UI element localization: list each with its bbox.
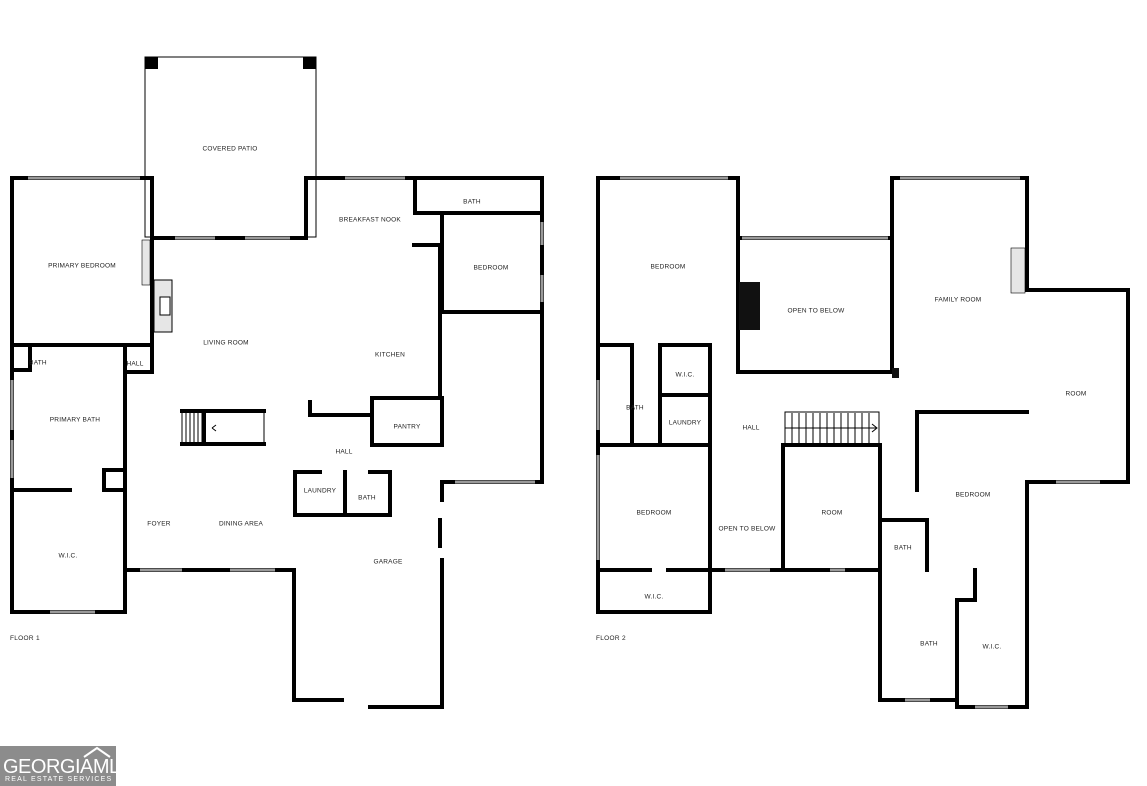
- room-label-wic-bottom-left: W.I.C.: [645, 594, 664, 601]
- floor-1-window: [10, 176, 544, 614]
- room-label-room-right: ROOM: [1065, 391, 1086, 398]
- room-label-breakfast-nook: BREAKFAST NOOK: [339, 217, 401, 224]
- room-label-hall-small: HALL: [126, 361, 143, 368]
- room-label-bedroom-left: BEDROOM: [637, 510, 672, 517]
- room-label-primary-bedroom: PRIMARY BEDROOM: [48, 263, 116, 270]
- room-label-foyer: FOYER: [147, 521, 170, 528]
- room-label-family-room: FAMILY ROOM: [935, 297, 982, 304]
- built-in-shelf: [1010, 247, 1026, 294]
- room-label-bath-left: BATH: [626, 405, 644, 412]
- room-label-hall: HALL: [335, 449, 352, 456]
- room-label-hall: HALL: [742, 425, 759, 432]
- room-label-room-center: ROOM: [821, 510, 842, 517]
- floor-1-stairs: [180, 409, 266, 446]
- georgia-mls-logo: GEORGIAMLS REAL ESTATE SERVICES: [0, 746, 133, 786]
- room-label-bedroom: BEDROOM: [474, 265, 509, 272]
- room-label-dining-area: DINING AREA: [219, 521, 264, 528]
- floor-2-labels: BEDROOM OPEN TO BELOW FAMILY ROOM W.I.C.…: [596, 264, 1086, 651]
- floor-1-exterior-wall: [10, 176, 544, 709]
- floor-1-labels: COVERED PATIO PRIMARY BEDROOM BATH BREAK…: [10, 146, 509, 642]
- room-label-wic-small: W.I.C.: [676, 372, 695, 379]
- room-label-kitchen: KITCHEN: [375, 352, 405, 359]
- room-label-wic: W.I.C.: [59, 553, 78, 560]
- room-label-open-to-below-top: OPEN TO BELOW: [788, 308, 846, 315]
- room-label-covered-patio: COVERED PATIO: [202, 146, 257, 153]
- room-label-bath: BATH: [463, 199, 481, 206]
- floor-2-interior-wall: [596, 236, 1029, 709]
- patio-post: [145, 57, 158, 69]
- logo-tagline: REAL ESTATE SERVICES: [5, 776, 113, 783]
- room-label-primary-bath: PRIMARY BATH: [50, 417, 101, 424]
- floor-1-interior-wall: [10, 176, 544, 572]
- column-block: [892, 368, 899, 378]
- room-label-bedroom-top: BEDROOM: [651, 264, 686, 271]
- fireplace-firebox: [159, 296, 171, 316]
- room-label-wic-bottom-right: W.I.C.: [983, 644, 1002, 651]
- logo-wordmark: GEORGIAMLS: [3, 756, 133, 778]
- floor-2-stairs: [784, 411, 880, 446]
- patio-post: [303, 57, 316, 69]
- floor-2-plan: [596, 176, 1130, 709]
- floor-1-title: FLOOR 1: [10, 635, 40, 642]
- room-label-bath-small: BATH: [29, 360, 47, 367]
- room-label-bedroom-right: BEDROOM: [956, 492, 991, 499]
- floor-2-railing: [596, 176, 1100, 709]
- room-label-laundry: LAUNDRY: [304, 488, 337, 495]
- built-in-shelf: [141, 239, 151, 286]
- room-label-bath-small: BATH: [894, 545, 912, 552]
- house-roof-icon: [83, 746, 111, 758]
- floor-2-title: FLOOR 2: [596, 635, 626, 642]
- chimney-block: [739, 282, 760, 330]
- room-label-pantry: PANTRY: [394, 424, 421, 431]
- room-label-garage: GARAGE: [373, 559, 402, 566]
- room-label-living-room: LIVING ROOM: [203, 340, 249, 347]
- room-label-bath-bottom: BATH: [358, 495, 376, 502]
- room-label-laundry: LAUNDRY: [669, 420, 702, 427]
- room-label-open-to-below-bottom: OPEN TO BELOW: [719, 526, 777, 533]
- room-label-bath-bottom: BATH: [920, 641, 938, 648]
- floor-2-exterior-wall: [596, 176, 1130, 709]
- floor-1-plan: [10, 56, 544, 709]
